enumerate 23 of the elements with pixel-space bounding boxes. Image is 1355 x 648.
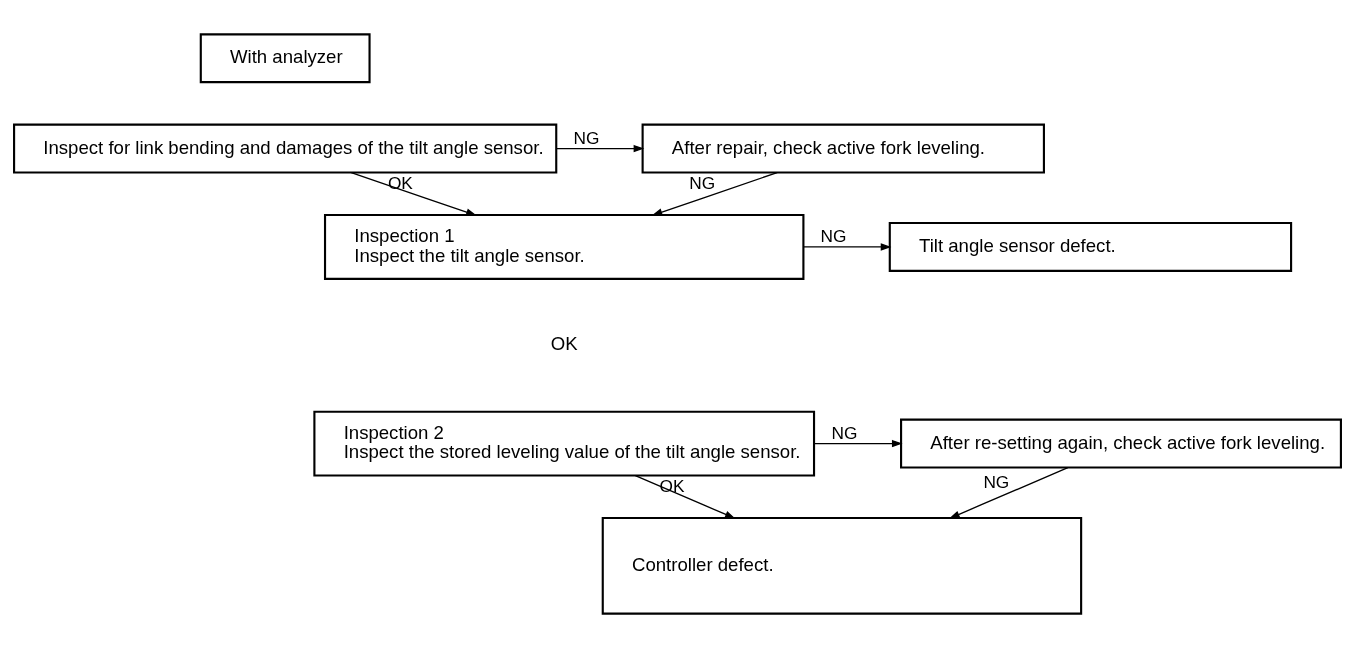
- edge-label: NG: [573, 127, 600, 148]
- arrow: [634, 474, 736, 519]
- arrow: [651, 171, 778, 216]
- label: OK: [550, 333, 578, 355]
- node-box: After repair, check active fork leveling.: [641, 123, 1045, 174]
- edge-label: NG: [831, 422, 858, 443]
- arrow: [949, 467, 1069, 519]
- node-box: Controller defect.: [601, 516, 1083, 615]
- edge-label: NG: [820, 226, 847, 247]
- arrow: [803, 243, 892, 251]
- node-box: Inspection 1 Inspect the tilt angle sensor.: [323, 213, 805, 280]
- edge-label: NG: [983, 471, 1010, 492]
- edge-label: OK: [659, 476, 685, 497]
- edge-label: NG: [689, 172, 716, 193]
- node-box: With analyzer: [199, 33, 371, 84]
- arrow: [813, 439, 903, 448]
- node-box: Inspect for link bending and damages of the tilt angle sensor.: [13, 123, 558, 174]
- node-box: Inspection 2 Inspect the stored leveling value of the tilt angle sensor.: [313, 410, 816, 477]
- node-box: Tilt angle sensor defect.: [888, 221, 1293, 272]
- arrow: [350, 171, 477, 216]
- arrow: [555, 144, 645, 153]
- node-box: After re-setting again, check active fork leveling.: [900, 418, 1342, 469]
- edge-label: OK: [387, 172, 413, 193]
